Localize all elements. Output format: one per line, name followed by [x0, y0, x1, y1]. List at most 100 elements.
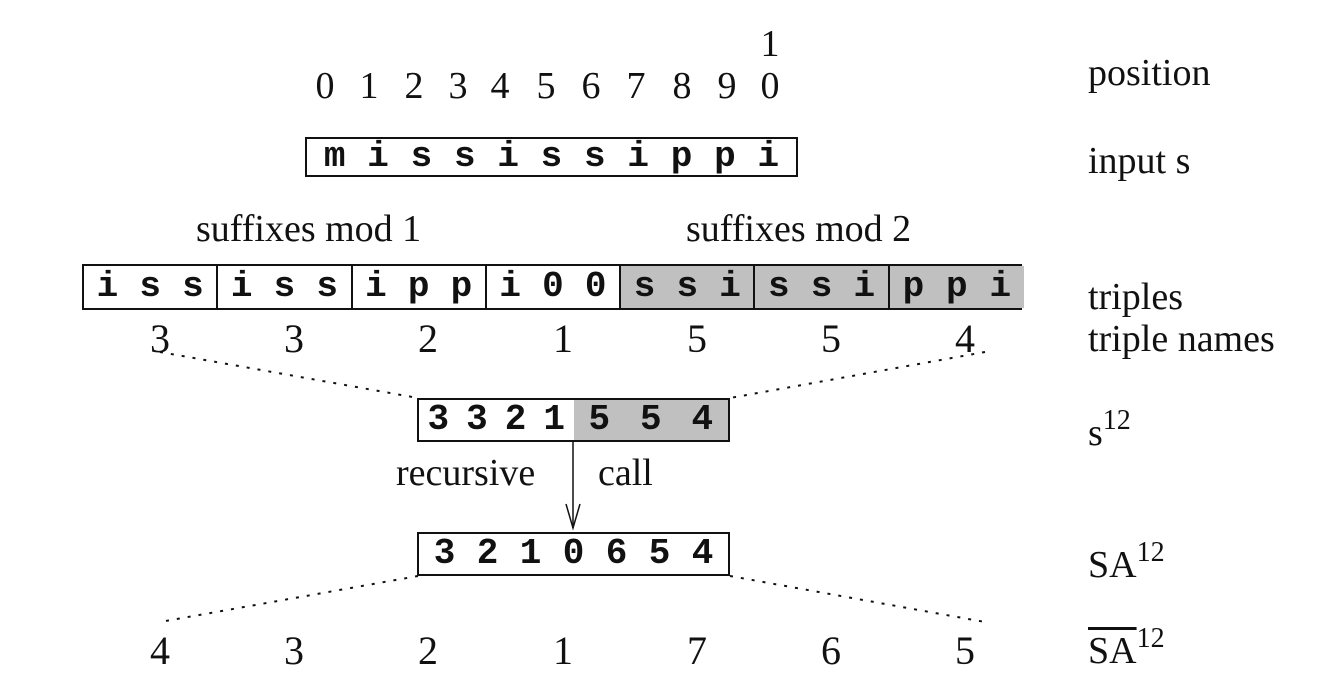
- position-digit: 0: [760, 65, 780, 107]
- sa12-bar-digit: 4: [150, 628, 170, 673]
- triple-name: 3: [150, 316, 170, 361]
- sa12-bar-digit: 6: [821, 628, 841, 673]
- triple-char: s: [273, 266, 296, 307]
- label-s12: s12: [1088, 405, 1131, 455]
- sa12-digit: 5: [648, 533, 671, 574]
- dotted-connector-left-bottom: [159, 575, 419, 623]
- label-position: position: [1088, 52, 1211, 94]
- position-tens-digit: 1: [760, 23, 780, 65]
- s12-digit: 4: [691, 399, 714, 440]
- triple-char: i: [365, 266, 387, 307]
- triple-char: i: [96, 266, 119, 307]
- input-char: i: [627, 136, 649, 177]
- triple-name: 5: [687, 316, 707, 361]
- s12-digit: 3: [466, 399, 488, 440]
- sa12-bar-digit: 2: [418, 628, 438, 673]
- input-char: i: [497, 136, 519, 177]
- input-char: s: [410, 136, 433, 177]
- sa12-bar-digit: 5: [955, 628, 975, 673]
- label-triple-names: triple names: [1088, 318, 1275, 360]
- position-digit: 0: [315, 65, 335, 107]
- triple-char: i: [719, 266, 741, 307]
- triple-char: p: [407, 266, 430, 307]
- s12-digit: 1: [543, 399, 565, 440]
- s12-digit: 5: [588, 399, 611, 440]
- s12-digit: 5: [639, 399, 662, 440]
- recursive-call-arrow-head: [565, 503, 581, 531]
- triple-name: 5: [821, 316, 841, 361]
- triple-char: p: [450, 266, 473, 307]
- position-digit: 8: [672, 65, 692, 107]
- dotted-connector-right-top: [729, 351, 986, 399]
- position-digit: 2: [404, 65, 424, 107]
- triple-char: s: [767, 266, 790, 307]
- input-char: s: [453, 136, 476, 177]
- triple-char: i: [989, 266, 1012, 307]
- position-digit: 7: [626, 65, 646, 107]
- sa12-digit: 6: [605, 533, 628, 574]
- triple-char: p: [946, 266, 968, 307]
- position-digit: 3: [448, 65, 468, 107]
- input-char: i: [367, 136, 389, 177]
- input-char: s: [540, 136, 563, 177]
- label-input: input s: [1088, 140, 1191, 182]
- triple-char: p: [902, 266, 925, 307]
- recursive-caption: recursive: [396, 452, 536, 494]
- position-digit: 9: [717, 65, 737, 107]
- call-caption: call: [598, 452, 653, 494]
- sa12-digit: 3: [433, 533, 456, 574]
- dotted-connector-right-bottom: [729, 575, 986, 623]
- triple-char: 0: [542, 266, 564, 307]
- triple-char: s: [316, 266, 338, 307]
- label-sa12-bar: SA12: [1088, 623, 1165, 673]
- s12-digit: 2: [504, 399, 527, 440]
- position-digit: 1: [359, 65, 379, 107]
- triple-name: 1: [553, 316, 573, 361]
- position-digit: 4: [490, 65, 510, 107]
- triple-char: i: [853, 266, 876, 307]
- sa12-bar-digit: 7: [687, 628, 707, 673]
- triple-char: i: [499, 266, 522, 307]
- triple-name: 2: [418, 316, 438, 361]
- label-triples: triples: [1088, 276, 1183, 318]
- triple-char: s: [810, 266, 833, 307]
- input-char: m: [323, 136, 346, 177]
- triple-name: 4: [955, 316, 975, 361]
- sa12-bar-digit: 3: [284, 628, 304, 673]
- triple-char: s: [633, 266, 656, 307]
- triple-char: s: [676, 266, 699, 307]
- triple-char: s: [139, 266, 161, 307]
- position-digit: 5: [536, 65, 556, 107]
- suffixes-mod2-caption: suffixes mod 2: [686, 208, 912, 250]
- sa12-bar-digit: 1: [553, 628, 573, 673]
- sa12-digit: 4: [691, 533, 714, 574]
- triple-char: s: [182, 266, 204, 307]
- triple-char: i: [230, 266, 253, 307]
- dotted-connector-left-top: [159, 351, 419, 399]
- suffixes-mod1-caption: suffixes mod 1: [196, 208, 422, 250]
- sa12-digit: 2: [476, 533, 499, 574]
- input-char: p: [714, 136, 736, 177]
- s12-digit: 3: [427, 399, 450, 440]
- input-char: s: [584, 136, 606, 177]
- label-sa12: SA12: [1088, 537, 1165, 587]
- triple-char: 0: [584, 266, 607, 307]
- input-char: p: [670, 136, 693, 177]
- input-char: i: [757, 136, 780, 177]
- sa12-digit: 0: [562, 533, 585, 574]
